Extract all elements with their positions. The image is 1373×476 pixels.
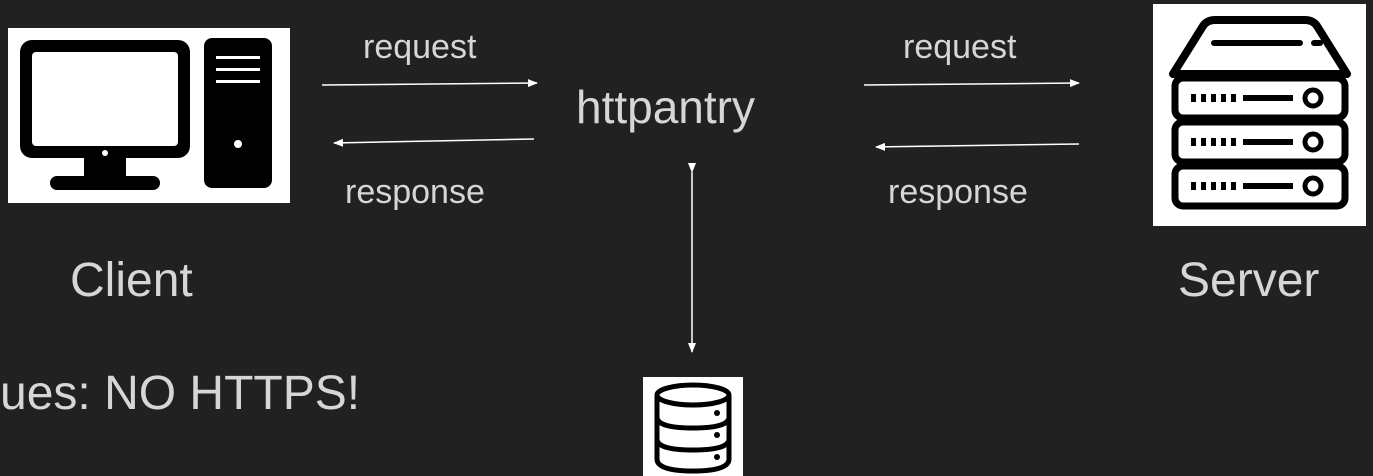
proxy-label: httpantry (576, 81, 755, 133)
server-rack-icon (1169, 16, 1351, 210)
server-icon-box (1153, 4, 1366, 226)
server-to-proxy-response-arrow (875, 142, 1080, 151)
left-request-label: request (363, 28, 477, 66)
client-label: Client (70, 254, 193, 307)
database-icon (654, 382, 732, 474)
desktop-computer-icon (20, 38, 272, 190)
right-response-label: response (888, 173, 1028, 211)
right-request-label: request (903, 28, 1017, 66)
left-response-label: response (345, 173, 485, 211)
database-icon-box (643, 377, 743, 476)
client-icon-box (8, 28, 290, 203)
client-to-proxy-request-arrow (321, 79, 538, 88)
proxy-to-client-response-arrow (333, 138, 535, 147)
issues-text: ues: NO HTTPS! (0, 367, 361, 420)
server-label: Server (1178, 254, 1320, 307)
proxy-to-server-request-arrow (863, 79, 1080, 88)
